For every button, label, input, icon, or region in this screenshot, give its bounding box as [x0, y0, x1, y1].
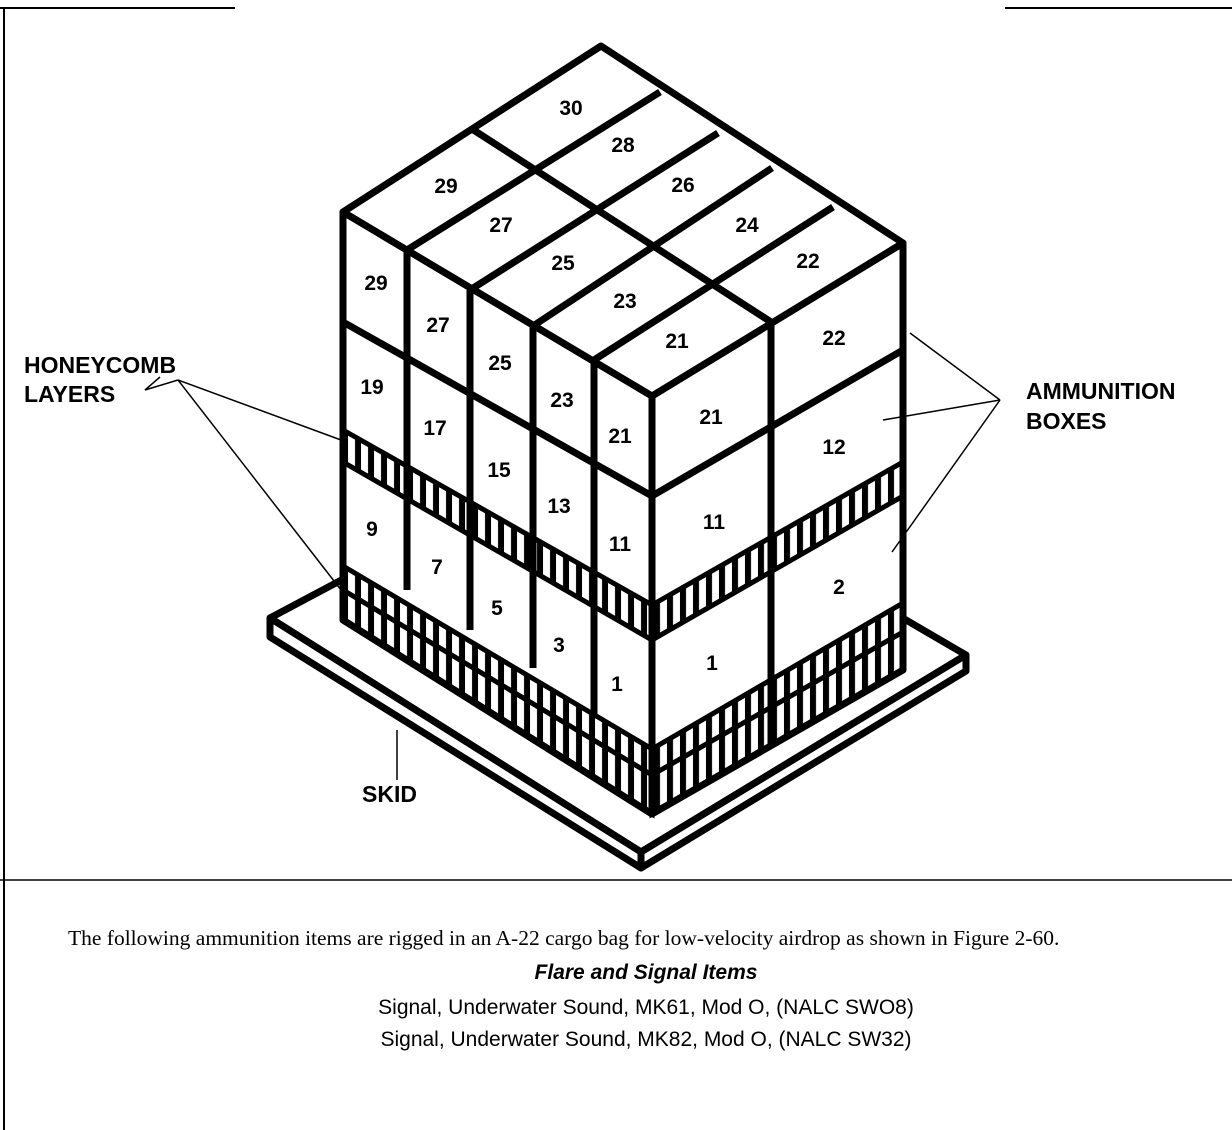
- list-item: Signal, Underwater Sound, MK61, Mod O, (…: [378, 996, 914, 1019]
- box-number: 30: [559, 97, 582, 120]
- box-number: 22: [822, 327, 845, 350]
- ammunition-boxes-label: BOXES: [1026, 408, 1107, 434]
- box-number: 11: [703, 511, 726, 534]
- box-number: 23: [550, 389, 573, 412]
- right-face-numbers: 22 21 12 11 2 1: [699, 327, 845, 675]
- intro-paragraph: The following ammunition items are rigge…: [68, 926, 1060, 950]
- box-number: 13: [547, 495, 570, 518]
- box-number: 27: [426, 314, 449, 337]
- box-number: 1: [611, 673, 623, 696]
- box-number: 21: [608, 425, 632, 448]
- text-section: The following ammunition items are rigge…: [68, 925, 1224, 1056]
- top-face-numbers: 30 28 26 24 22 29 27 25 23 21: [434, 97, 819, 353]
- box-number: 2: [833, 576, 845, 599]
- box-number: 12: [822, 436, 845, 459]
- section-heading: Flare and Signal Items: [534, 961, 758, 984]
- box-number: 1: [706, 652, 718, 675]
- box-number: 23: [613, 290, 636, 313]
- list-item: Signal, Underwater Sound, MK82, Mod O, (…: [380, 1028, 912, 1051]
- box-number: 25: [488, 352, 512, 375]
- box-number: 5: [491, 597, 503, 620]
- box-number: 26: [671, 174, 694, 197]
- left-face-numbers: 29 27 25 23 21 19 17 15 13 11 9 7 5 3 1: [360, 272, 632, 696]
- box-number: 24: [735, 214, 759, 237]
- leader-lines: [144, 332, 1001, 780]
- ammunition-boxes-label: AMMUNITION: [1026, 378, 1175, 404]
- box-number: 29: [434, 175, 457, 198]
- left-face: [339, 208, 656, 819]
- box-number: 9: [366, 518, 378, 541]
- box-number: 17: [423, 417, 446, 440]
- page-frame: [0, 7, 1232, 1130]
- box-number: 21: [665, 330, 689, 353]
- box-number: 29: [364, 272, 387, 295]
- box-number: 27: [489, 214, 512, 237]
- box-number: 25: [551, 252, 575, 275]
- box-number: 7: [431, 556, 443, 579]
- honeycomb-layers-label: HONEYCOMB: [24, 352, 176, 378]
- box-number: 22: [796, 250, 819, 273]
- box-number: 3: [553, 634, 565, 657]
- skid-label: SKID: [362, 781, 417, 807]
- honeycomb-layers-label: LAYERS: [24, 381, 115, 407]
- top-face: [339, 42, 907, 400]
- box-number: 19: [360, 376, 383, 399]
- box-number: 21: [699, 406, 723, 429]
- box-number: 28: [611, 134, 635, 157]
- box-number: 11: [609, 533, 632, 556]
- box-number: 15: [487, 459, 511, 482]
